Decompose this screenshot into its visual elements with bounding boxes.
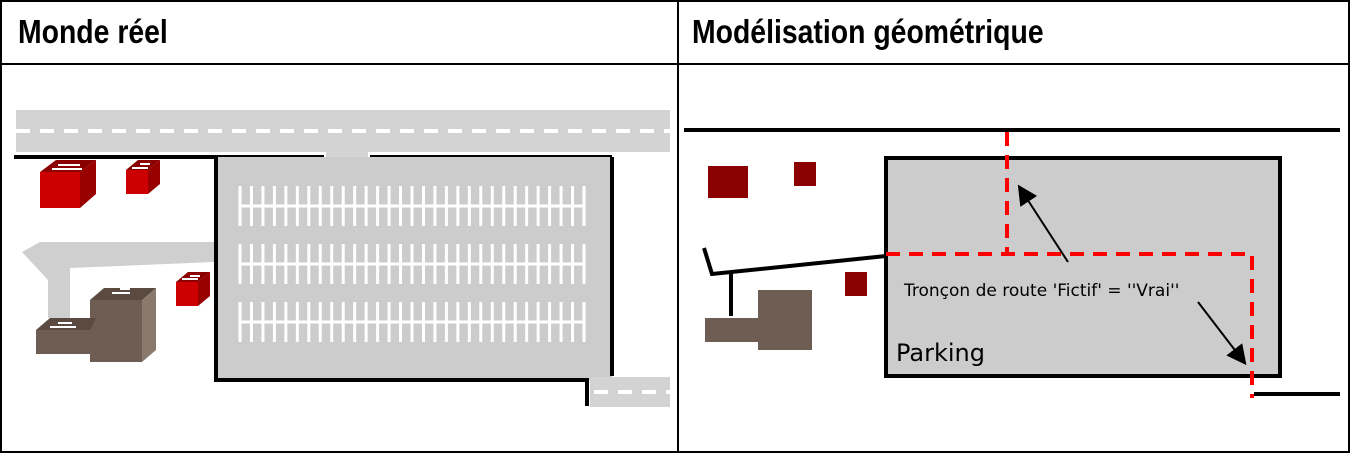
building-brown-tall <box>90 288 156 362</box>
driveway <box>22 242 214 318</box>
parking-outline-left <box>214 157 589 406</box>
model-parking-polygon <box>884 156 1282 378</box>
model-building-red-small <box>794 162 816 186</box>
arrow-to-vertical-segment <box>1017 184 1069 263</box>
fictif-annotation: Tronçon de route 'Fictif' = ''Vrai'' <box>903 281 1179 301</box>
model-building-brown-low <box>705 318 761 342</box>
building-red-middle <box>176 272 210 306</box>
parking-stalls <box>238 186 586 342</box>
parking-label: Parking <box>896 339 985 367</box>
panel-title-real-world: Monde réel <box>18 13 168 50</box>
real-world-scene <box>14 110 670 407</box>
panel-title-geometric-model: Modélisation géométrique <box>692 13 1044 50</box>
geometric-model-scene: Tronçon de route 'Fictif' = ''Vrai'' Par… <box>684 128 1340 398</box>
model-building-red-large <box>708 166 748 198</box>
parking-entrance <box>326 150 368 160</box>
model-driveway <box>702 247 887 277</box>
model-building-red-middle <box>845 272 867 296</box>
rooftop-details <box>50 163 200 328</box>
building-red-small <box>126 160 160 194</box>
model-building-brown-tall <box>758 290 812 350</box>
arrow-to-corner-segment <box>1197 301 1247 366</box>
fictive-road-segment <box>886 132 1254 398</box>
building-red-large <box>40 160 96 208</box>
parking-area <box>216 157 612 406</box>
